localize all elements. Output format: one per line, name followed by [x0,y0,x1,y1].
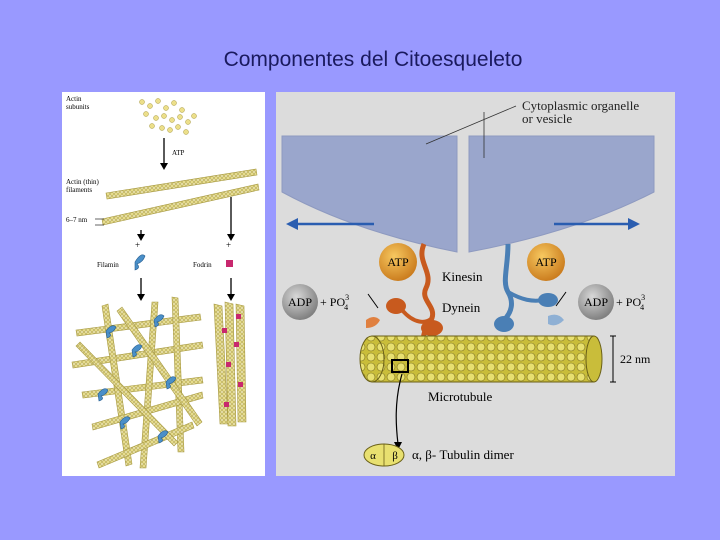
tubulin-dimer-label: α, β- Tubulin dimer [412,447,514,462]
adp-ball-right [578,284,614,320]
adp-ball-left [282,284,318,320]
actin-subunits [139,98,197,135]
beta-label: β [392,450,398,462]
dimer-highlight [391,359,409,373]
slide-title: Componentes del Citoesqueleto [223,48,523,71]
diameter-label: 22 nm [620,352,651,366]
filamin-label: Filamin [97,261,119,269]
dynein-label: Dynein [442,300,481,315]
dynein [502,243,514,322]
fodrin-crosslinks [222,314,243,407]
atp-label-left: ATP [387,255,409,269]
fodrin-icon [226,260,233,267]
actin-network [71,296,204,469]
fodrin-label: Fodrin [193,261,212,269]
arrow-right-icon [628,218,640,230]
microtubule-label: Microtubule [428,389,492,404]
actin-filaments-label: Actin (thin)filaments [66,178,100,194]
arrow-left-icon [286,218,298,230]
plus-right: + [226,240,231,250]
atp-ball-right [527,243,565,281]
atp-label-right: ATP [535,255,557,269]
filament-width-label: 6–7 nm [66,216,88,224]
fodrin-bundle [213,301,247,427]
actin-filament [101,168,260,226]
plus-left: + [135,240,140,250]
kinesin-label: Kinesin [442,269,483,284]
filamin-icon [134,254,146,271]
atp-label: ATP [172,149,185,157]
organelle-right [468,135,655,253]
alpha-label: α [370,450,376,462]
adp-label-right: ADP [584,295,608,309]
atp-ball-left [379,243,417,281]
adp-label-left: ADP [288,295,312,309]
organelle-left [281,135,458,253]
filamin-crosslinks [97,314,177,444]
